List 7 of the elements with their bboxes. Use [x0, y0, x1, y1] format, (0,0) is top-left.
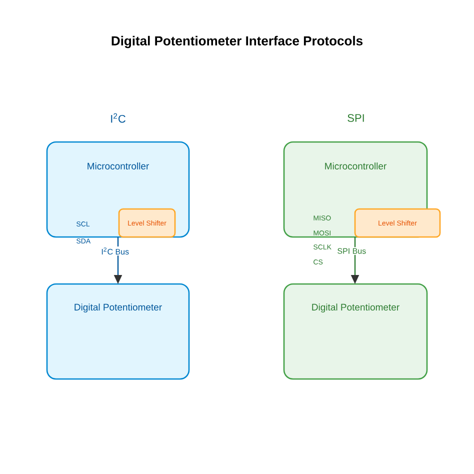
column-heading: I$^{2}$C: [111, 113, 126, 123]
edge-label: I$^{2}$C Bus: [102, 247, 129, 255]
column-heading: SPI: [348, 114, 364, 122]
potentiometer-box: Digital Potentiometer: [283, 283, 428, 380]
edge-label: SPI Bus: [338, 248, 366, 254]
potentiometer-box: Digital Potentiometer: [46, 283, 190, 380]
title: Digital Potentiometer Interface Protocols: [112, 36, 363, 48]
